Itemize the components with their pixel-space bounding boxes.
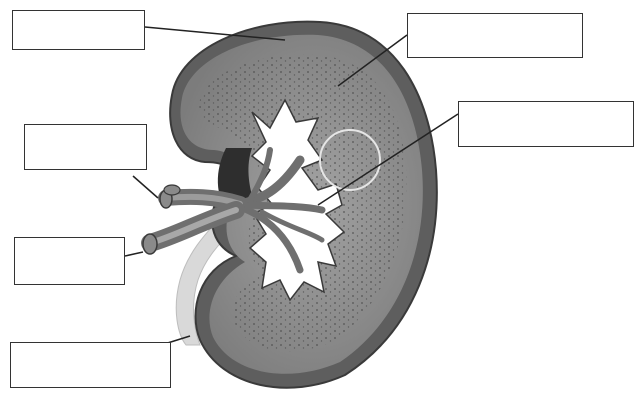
label-cortex-box[interactable] — [407, 13, 583, 58]
label-ureter-box[interactable] — [10, 342, 171, 388]
label-renal-artery-box[interactable] — [24, 124, 147, 170]
leader-line-artery — [133, 176, 158, 198]
vessel-stub — [164, 185, 180, 195]
renal-vein-end — [143, 234, 157, 254]
label-capsule-box[interactable] — [12, 10, 145, 50]
leader-line-vein — [125, 252, 143, 256]
label-renal-vein-box[interactable] — [14, 237, 125, 285]
label-pelvis-box[interactable] — [458, 101, 634, 147]
